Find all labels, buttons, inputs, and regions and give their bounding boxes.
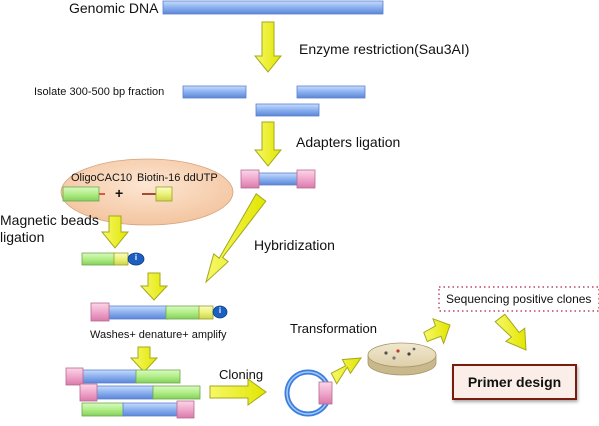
sequencing-box <box>438 286 599 312</box>
washes-label: Washes+ denature+ amplify <box>90 329 227 341</box>
dna-fragment-1 <box>182 85 247 99</box>
arrow-down-5 <box>129 346 159 373</box>
arrow-down-1 <box>253 21 283 73</box>
probe-cloud <box>60 158 234 226</box>
arrow-to-primer <box>494 313 527 351</box>
isolate-fraction-label: Isolate 300-500 bp fraction <box>34 86 165 98</box>
primer-design-label: Primer design <box>467 374 562 390</box>
biotin-probe <box>142 186 173 202</box>
magnetic-bead-1 <box>127 252 145 266</box>
petri-dish <box>367 342 437 376</box>
plus-sign: + <box>115 185 124 201</box>
arrow-down-3 <box>100 215 130 249</box>
dna-fragment-3 <box>255 103 320 117</box>
hybrid-complex <box>90 302 228 322</box>
sequencing-label: Sequencing positive clones <box>446 292 592 306</box>
genomic-dna-label: Genomic DNA <box>69 0 159 16</box>
adapters-ligation-label: Adapters ligation <box>296 134 401 150</box>
arrow-hybridization <box>205 193 267 284</box>
primer-design-box <box>452 364 577 400</box>
oligo-probe <box>62 186 105 202</box>
plasmid <box>284 369 333 417</box>
arrow-to-sequencing <box>423 317 451 345</box>
transformation-label: Transformation <box>290 321 377 336</box>
oligo-label: OligoCAC10 <box>71 172 133 184</box>
arrow-transformation <box>330 357 363 385</box>
adapter-ligated-fragment <box>240 169 316 189</box>
bead-mark-2: i <box>218 306 222 315</box>
hybridization-label: Hybridization <box>254 237 335 253</box>
bead-bound-probe <box>81 252 145 266</box>
biotin-label: Biotin-16 ddUTP <box>137 172 218 184</box>
plasmid-insert <box>318 381 333 405</box>
enzyme-restriction-label: Enzyme restriction(Sau3AI) <box>299 41 470 57</box>
amplified-fragments <box>65 367 201 419</box>
dna-fragment-2 <box>296 85 366 99</box>
cloning-label: Cloning <box>219 367 264 382</box>
magnetic-beads-label: Magnetic beads <box>0 212 99 228</box>
arrow-down-4 <box>139 272 169 301</box>
arrow-down-2 <box>253 121 283 167</box>
ligation-label: ligation <box>0 229 45 245</box>
genomic-dna-bar <box>162 0 384 15</box>
magnetic-bead-2 <box>212 305 228 319</box>
arrow-cloning <box>209 378 267 406</box>
bead-mark-1: i <box>134 253 138 262</box>
